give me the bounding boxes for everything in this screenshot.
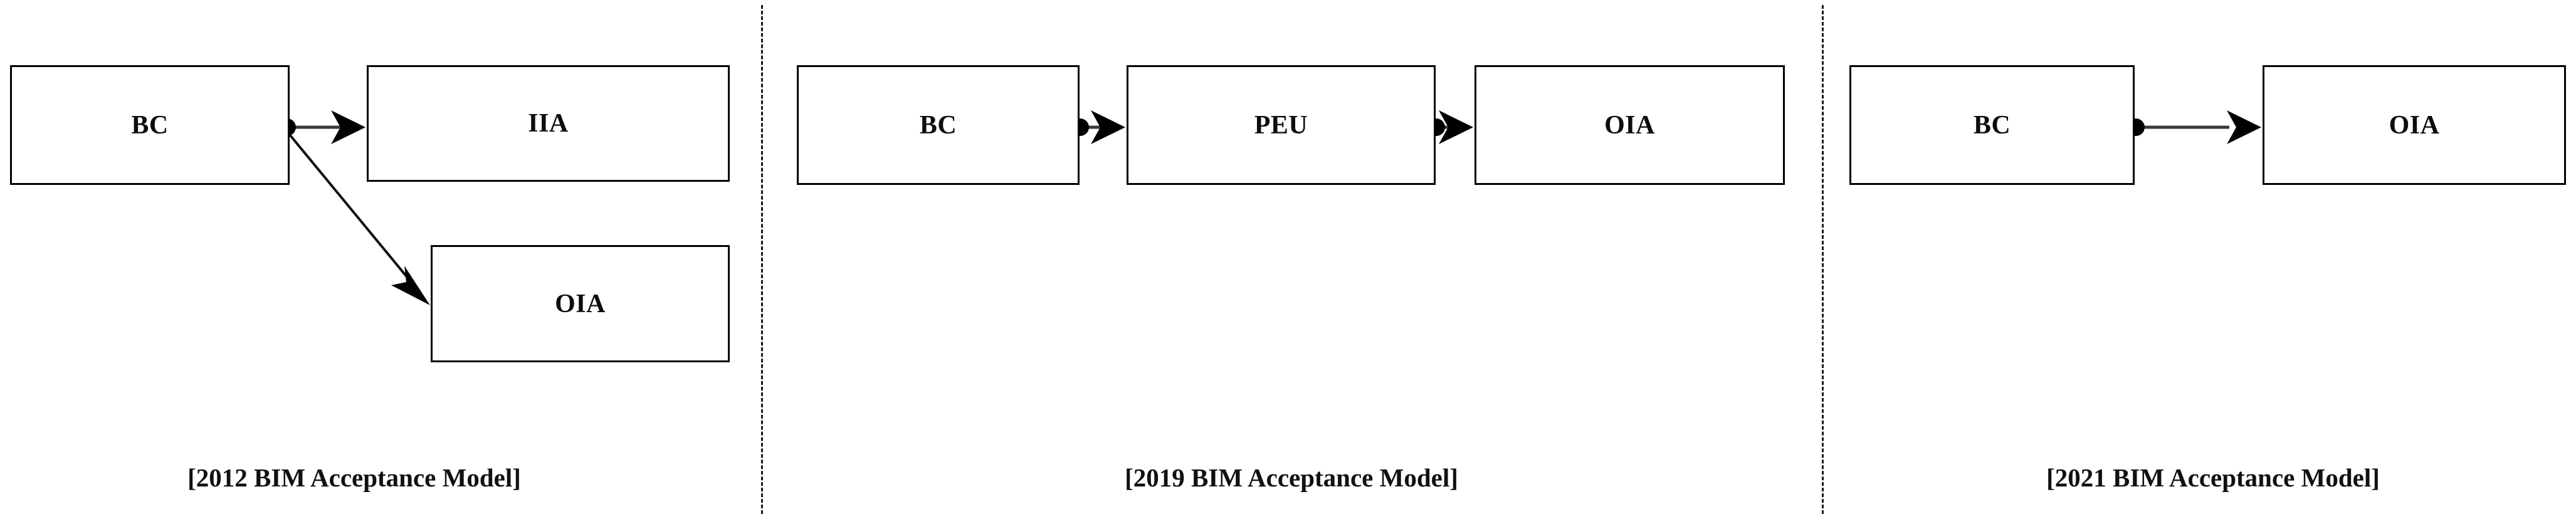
node-oia-2021[interactable]: OIA (2263, 65, 2566, 185)
arrowhead-bc-peu (1091, 110, 1125, 144)
node-label-oia-2019: OIA (1604, 110, 1655, 140)
node-bc-2019[interactable]: BC (797, 65, 1080, 185)
panel-divider-2 (1822, 5, 1824, 514)
edge-bc-to-oia-2021 (2127, 110, 2261, 144)
node-iia-2012[interactable]: IIA (367, 65, 730, 182)
node-bc-2012[interactable]: BC (10, 65, 290, 185)
node-label-bc-2012: BC (131, 110, 169, 140)
caption-model-2012: [2012 BIM Acceptance Model] (187, 463, 521, 492)
arrowhead-bc-oia-2021 (2227, 110, 2261, 144)
node-label-oia-2012: OIA (555, 289, 606, 318)
arrowhead-bc-iia (331, 110, 365, 144)
arrowhead-peu-oia (1439, 110, 1473, 144)
node-oia-2012[interactable]: OIA (431, 245, 730, 362)
caption-model-2019: [2019 BIM Acceptance Model] (1125, 463, 1458, 492)
panel-divider-1 (761, 5, 763, 514)
node-label-iia-2012: IIA (528, 109, 569, 138)
edge-bc-to-iia (278, 110, 365, 144)
arrowhead-bc-oia-2012 (391, 266, 430, 305)
node-label-bc-2019: BC (919, 110, 957, 140)
node-label-oia-2021: OIA (2389, 110, 2440, 140)
node-peu-2019[interactable]: PEU (1127, 65, 1436, 185)
node-label-bc-2021: BC (1973, 110, 2011, 140)
node-oia-2019[interactable]: OIA (1475, 65, 1785, 185)
node-bc-2021[interactable]: BC (1849, 65, 2135, 185)
node-label-peu-2019: PEU (1254, 110, 1308, 140)
caption-model-2021: [2021 BIM Acceptance Model] (2046, 463, 2380, 492)
